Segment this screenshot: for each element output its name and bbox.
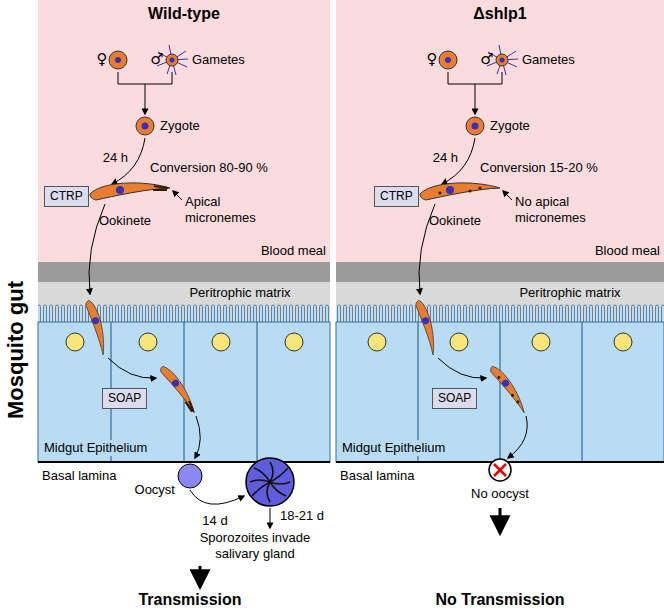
stage-label: Zygote <box>490 118 530 134</box>
region-label: Blood meal <box>595 243 660 259</box>
protein-label: SOAP <box>438 391 471 406</box>
outcome-label: Transmission <box>138 592 241 608</box>
panel-heading: Δshlp1 <box>336 5 664 23</box>
region-label: Blood meal <box>261 243 326 259</box>
region-label: Peritrophic matrix <box>519 285 620 301</box>
region-label: Basal lamina <box>340 468 414 484</box>
region-label: Midgut Epithelium <box>340 440 447 456</box>
stage-label: Gametes <box>522 52 575 68</box>
region-label: Midgut Epithelium <box>42 440 149 456</box>
stage-label: Oocyst <box>135 482 175 498</box>
outcome-label: No Transmission <box>436 592 565 608</box>
stage-label: Ookinete <box>99 213 151 229</box>
stage-label: Ookinete <box>429 213 481 229</box>
rate-label: Conversion 15-20 % <box>480 160 598 176</box>
stage-label: Gametes <box>192 52 245 68</box>
callout-label: Apical micronemes <box>185 194 270 226</box>
region-label: Peritrophic matrix <box>189 285 290 301</box>
mutant-details <box>438 186 527 532</box>
note-label: Sporozoites invade salivary gland <box>180 530 330 562</box>
time-label: 24 h <box>433 150 458 166</box>
callout-label: No apical micronemes <box>515 194 615 226</box>
life-cycle <box>85 45 197 417</box>
time-label: 18-21 d <box>280 508 324 524</box>
right-grounds <box>336 0 664 462</box>
protein-box: SOAP <box>102 388 147 409</box>
protein-label: CTRP <box>380 189 413 204</box>
female-symbol: ♀ <box>97 51 108 67</box>
panel-heading: Wild-type <box>38 5 330 23</box>
protein-box: CTRP <box>44 186 89 207</box>
female-symbol: ♀ <box>427 51 438 67</box>
protein-label: CTRP <box>50 189 83 204</box>
axis-label: Mosquito gut <box>8 281 24 419</box>
protein-box: SOAP <box>432 388 477 409</box>
time-label: 14 d <box>202 513 227 529</box>
protein-box: CTRP <box>374 186 419 207</box>
panel-region: Δshlp1CTRP SOAP <box>336 0 664 615</box>
stage-label: Zygote <box>160 118 200 134</box>
region-label: Basal lamina <box>42 468 116 484</box>
protein-label: SOAP <box>108 391 141 406</box>
time-label: 24 h <box>103 150 128 166</box>
male-symbol: ♂ <box>480 51 493 67</box>
left-grounds <box>38 0 330 462</box>
male-symbol: ♂ <box>150 51 163 67</box>
rate-label: Conversion 80-90 % <box>150 160 268 176</box>
outcome-label: No oocyst <box>471 486 529 502</box>
